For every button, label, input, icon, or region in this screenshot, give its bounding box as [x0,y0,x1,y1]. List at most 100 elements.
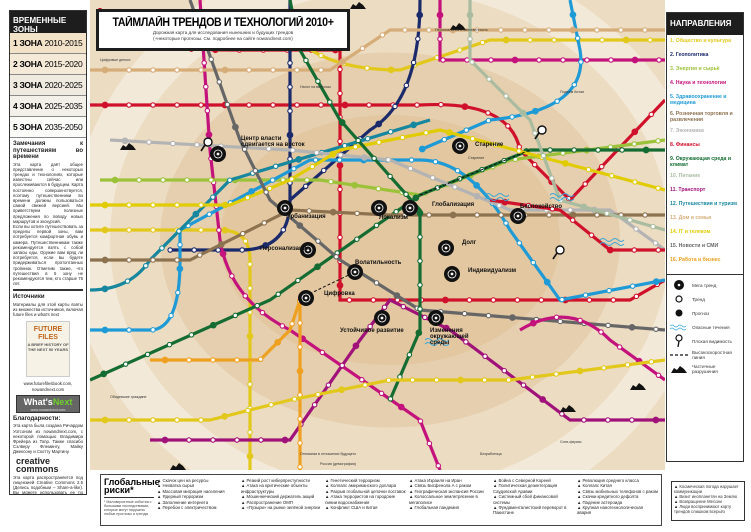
trend-station[interactable] [170,140,176,147]
trend-station[interactable] [297,344,303,350]
trend-station[interactable] [150,227,156,233]
trend-station[interactable] [554,98,560,104]
forecast-station[interactable] [232,123,239,131]
forecast-station[interactable] [412,194,420,202]
trend-station[interactable] [498,27,504,33]
trend-station[interactable] [529,374,536,380]
forecast-station[interactable] [580,203,588,211]
trend-station[interactable] [191,247,197,253]
trend-station[interactable] [415,36,421,42]
trend-station[interactable] [647,37,653,43]
forecast-station[interactable] [446,129,453,136]
trend-station[interactable] [337,152,344,158]
trend-station[interactable] [318,67,324,73]
trend-station[interactable] [370,297,377,303]
trend-station[interactable] [291,165,297,172]
forecast-station[interactable] [622,36,630,44]
trend-station[interactable] [288,176,295,182]
forecast-station[interactable] [436,11,444,19]
forecast-station[interactable] [415,329,423,337]
trend-station[interactable] [584,57,590,63]
forecast-station[interactable] [314,263,321,271]
forecast-station[interactable] [101,256,109,264]
trend-station[interactable] [227,177,233,183]
trend-station[interactable] [302,183,309,190]
trend-station[interactable] [387,173,393,180]
forecast-station[interactable] [111,176,119,184]
trend-station[interactable] [234,357,240,363]
trend-station[interactable] [485,110,491,116]
trend-station[interactable] [605,417,611,423]
trend-station[interactable] [387,129,394,135]
forecast-station[interactable] [210,321,217,329]
trend-station[interactable] [318,102,324,108]
trend-station[interactable] [184,177,190,183]
trend-station[interactable] [337,66,343,73]
trend-station[interactable] [295,277,301,284]
trend-station[interactable] [571,81,578,88]
trend-station[interactable] [126,417,132,423]
trend-station[interactable] [569,217,576,223]
trend-station[interactable] [198,67,204,73]
trend-station[interactable] [186,437,192,443]
trend-station[interactable] [538,297,545,303]
trend-station[interactable] [399,134,406,141]
trend-station[interactable] [210,357,216,363]
trend-station[interactable] [466,297,473,303]
forecast-station[interactable] [628,323,636,331]
trend-station[interactable] [452,184,458,190]
trend-station[interactable] [426,440,433,447]
trend-station[interactable] [594,212,600,218]
trend-station[interactable] [490,297,497,303]
trend-station[interactable] [254,302,260,309]
forecast-station[interactable] [339,58,346,66]
trend-station[interactable] [393,208,399,215]
trend-station[interactable] [474,27,480,33]
trend-station[interactable] [247,429,253,436]
trend-station[interactable] [648,359,655,365]
trend-station[interactable] [325,382,332,388]
forecast-station[interactable] [192,210,200,218]
trend-station[interactable] [516,240,523,246]
trend-station[interactable] [336,157,343,163]
forecast-station[interactable] [461,103,469,110]
trend-station[interactable] [417,418,424,424]
trend-station[interactable] [560,57,566,63]
trend-station[interactable] [306,208,312,214]
trend-station[interactable] [247,285,253,292]
trend-station[interactable] [551,37,557,43]
trend-station[interactable] [536,57,542,63]
trend-station[interactable] [313,149,320,156]
forecast-station[interactable] [100,370,108,378]
trend-station[interactable] [333,254,340,260]
trend-station[interactable] [469,59,475,65]
forecast-station[interactable] [338,386,345,394]
trend-station[interactable] [242,238,249,244]
forecast-station[interactable] [329,150,337,158]
trend-station[interactable] [327,99,333,105]
trend-station[interactable] [352,144,359,150]
trend-station[interactable] [549,175,555,181]
forecast-station[interactable] [101,66,109,74]
trend-station[interactable] [126,102,132,108]
trend-station[interactable] [150,202,156,208]
trend-station[interactable] [618,27,624,33]
trend-station[interactable] [239,247,245,253]
trend-station[interactable] [287,108,293,114]
trend-station[interactable] [633,226,639,232]
forecast-station[interactable] [336,282,344,289]
trend-station[interactable] [197,252,203,258]
trend-station[interactable] [516,148,522,154]
forecast-station[interactable] [341,101,349,109]
trend-station[interactable] [631,141,638,147]
trend-station[interactable] [150,102,156,108]
forecast-station[interactable] [569,26,577,34]
trend-station[interactable] [567,207,573,213]
trend-station[interactable] [210,194,216,200]
trend-station[interactable] [540,152,547,159]
trend-station[interactable] [406,352,413,358]
trend-station[interactable] [485,312,492,319]
trend-station[interactable] [619,147,625,153]
forecast-station[interactable] [502,36,510,44]
